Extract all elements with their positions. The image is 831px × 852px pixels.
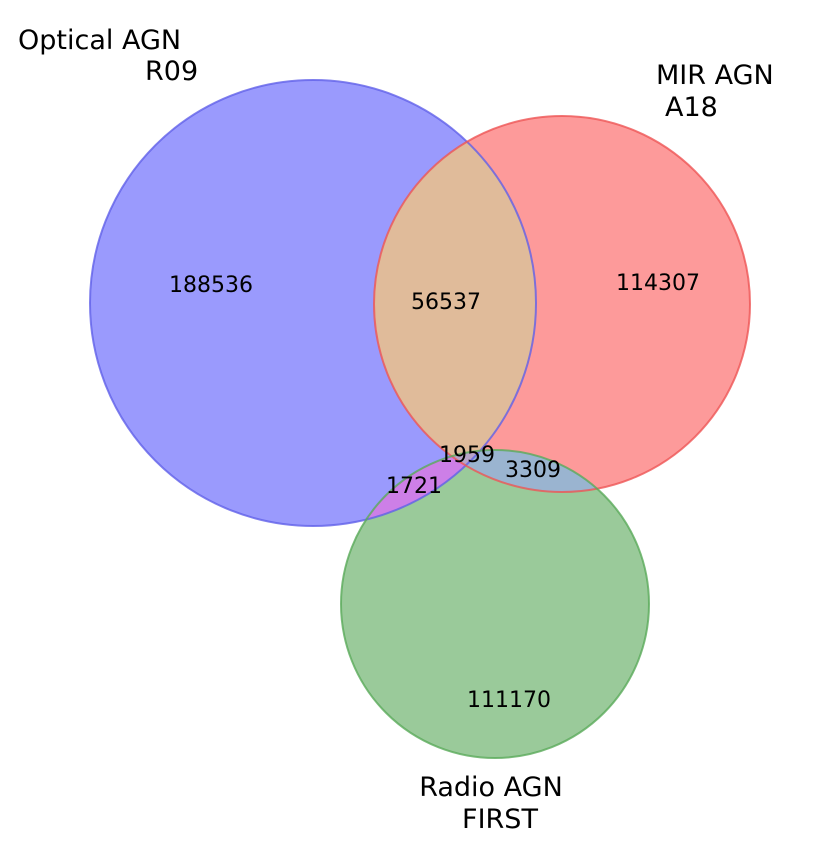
mir-set-sublabel: A18 bbox=[665, 92, 718, 123]
count-all-three: 1959 bbox=[439, 443, 495, 468]
mir-set-label: MIR AGN bbox=[656, 60, 774, 91]
count-optical-mir: 56537 bbox=[411, 290, 481, 315]
count-mir-radio: 3309 bbox=[505, 458, 561, 483]
radio-set-sublabel: FIRST bbox=[462, 804, 538, 835]
count-optical-radio: 1721 bbox=[386, 474, 442, 499]
radio-set-label: Radio AGN bbox=[419, 772, 563, 803]
mir-circle-outline bbox=[373, 115, 751, 493]
optical-mir-overlap bbox=[374, 116, 536, 492]
count-radio-only: 111170 bbox=[467, 688, 551, 713]
radio-circle-outline bbox=[340, 449, 650, 759]
optical-circle-outline bbox=[89, 79, 537, 527]
optical-set-label: Optical AGN bbox=[18, 25, 181, 56]
optical-set-sublabel: R09 bbox=[145, 56, 198, 87]
count-mir-only: 114307 bbox=[616, 271, 700, 296]
radio-circle bbox=[341, 450, 649, 758]
count-optical-only: 188536 bbox=[169, 273, 253, 298]
